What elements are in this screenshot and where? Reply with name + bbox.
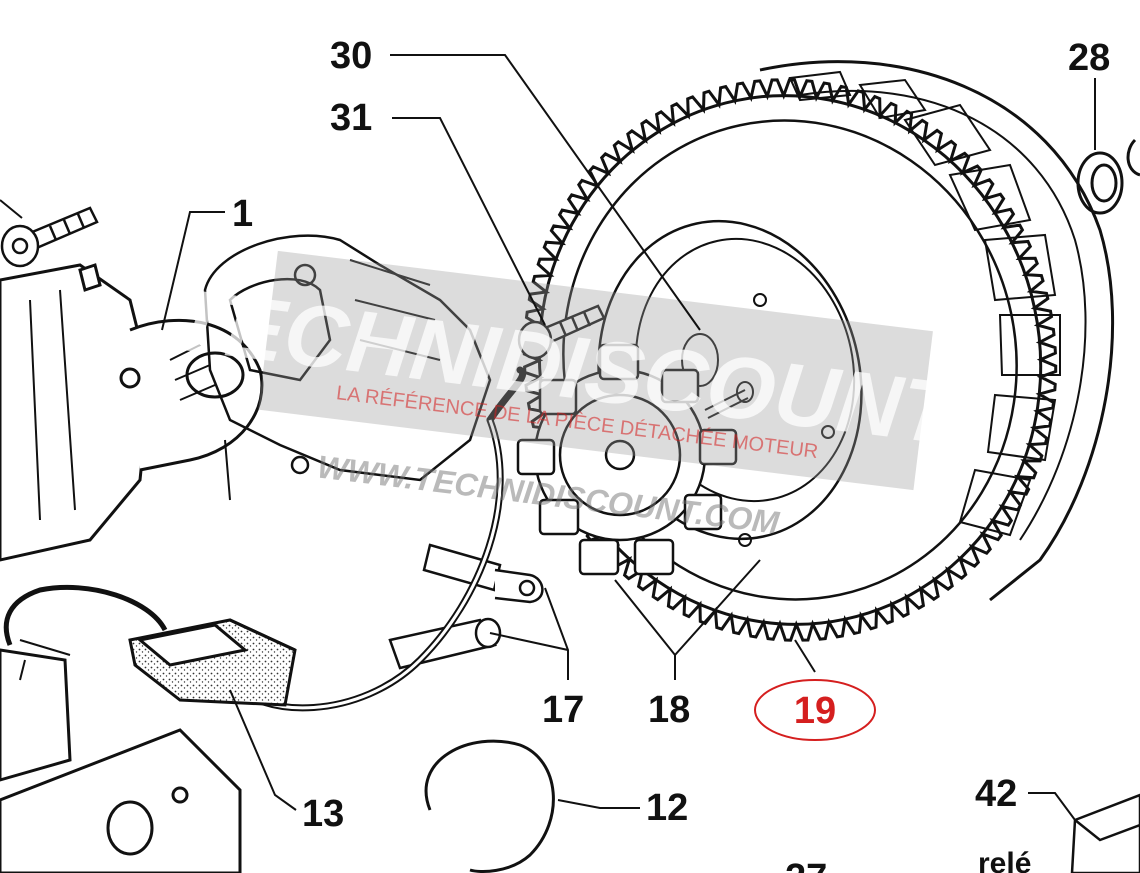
callout-1: 1 [232,193,253,235]
callout-30: 30 [330,35,372,77]
washer [1076,138,1140,215]
leader-lines [0,54,1096,821]
pickup-coil [388,543,544,670]
callout-18: 18 [648,689,690,731]
callout-27: 27 [785,857,827,873]
callout-19: 19 [794,690,836,732]
highlight-ring-19 [754,679,876,741]
stator [516,343,738,576]
relay-box [1070,793,1140,873]
voltage-regulator [0,639,242,873]
stator-screw [517,304,606,360]
cooling-fins [788,70,1061,537]
callout-42: 42 [975,773,1017,815]
callout-28: 28 [1068,37,1110,79]
cap-screw [0,206,99,268]
relay-label: relé [978,847,1031,873]
circlip [424,739,555,873]
wire-connector [128,618,297,707]
callout-17: 17 [542,689,584,731]
callout-12: 12 [646,787,688,829]
connector-lead [3,584,168,646]
stator-poles [516,343,738,576]
callout-31: 31 [330,97,372,139]
watermark: TECHNIDISCOUNT LA RÉFÉRENCE DE LA PIÈCE … [167,250,967,541]
callout-13: 13 [302,793,344,835]
starter-motor [0,263,264,562]
crankcase-housing [203,234,492,501]
